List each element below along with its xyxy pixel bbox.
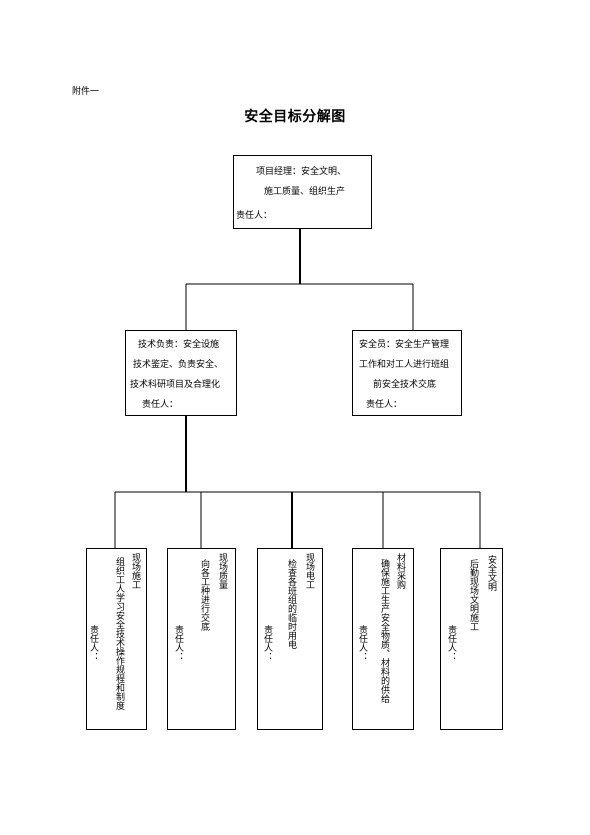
- site-quality-desc: 向各工种进行交底: [199, 559, 209, 631]
- site-construction-box: 现场施工 组织工人学习安全技术操作规程和制度 责任人：: [86, 548, 147, 730]
- material-purchase-desc: 确保施工生产安全物质、材料的供给: [379, 559, 389, 703]
- project-manager-line3: 责任人：: [236, 211, 273, 221]
- civilized-safety-desc: 后勤现场文明施工: [468, 559, 478, 631]
- site-electrician-desc: 检查各班组的临时用电: [286, 559, 296, 649]
- site-quality-box: 现场质量 向各工种进行交底 责任人：: [167, 548, 236, 730]
- page-title: 安全目标分解图: [244, 109, 346, 125]
- safety-officer-line1: 安全员：安全生产管理: [359, 340, 450, 350]
- safety-officer-box: 安全员：安全生产管理 工作和对工人进行班组 前安全技术交底 责任人：: [352, 330, 462, 416]
- site-quality-resp: 责任人：: [173, 625, 183, 661]
- attachment-label: 附件一: [72, 87, 100, 97]
- civilized-safety-resp: 责任人：: [446, 625, 456, 661]
- technical-lead-line2: 技术鉴定、负责安全、: [133, 360, 224, 370]
- safety-officer-line3: 前安全技术交底: [373, 380, 437, 390]
- site-electrician-title: 现场电工: [304, 553, 314, 589]
- safety-officer-line4: 责任人：: [366, 400, 403, 410]
- project-manager-box: 项目经理：安全文明、 施工质量、组织生产 责任人：: [233, 155, 372, 229]
- material-purchase-box: 材料采购 确保施工生产安全物质、材料的供给 责任人：: [352, 548, 414, 730]
- site-electrician-box: 现场电工 检查各班组的临时用电 责任人：: [257, 548, 323, 730]
- civilized-safety-title: 安全文明: [486, 555, 496, 591]
- technical-lead-box: 技术负责：安全设施 技术鉴定、负责安全、 技术科研项目及合理化 责任人：: [125, 330, 237, 416]
- technical-lead-line4: 责任人：: [142, 400, 179, 410]
- material-purchase-title: 材料采购: [395, 553, 405, 589]
- site-construction-desc: 组织工人学习安全技术操作规程和制度: [114, 557, 124, 710]
- technical-lead-line1: 技术负责：安全设施: [138, 340, 220, 350]
- project-manager-line1: 项目经理：安全文明、: [256, 167, 347, 177]
- safety-officer-line2: 工作和对工人进行班组: [359, 360, 450, 370]
- site-electrician-resp: 责任人：: [262, 625, 272, 661]
- site-construction-resp: 责任人：: [88, 625, 98, 661]
- project-manager-line2: 施工质量、组织生产: [264, 187, 346, 197]
- site-construction-title: 现场施工: [130, 553, 140, 589]
- civilized-safety-box: 安全文明 后勤现场文明施工 责任人：: [440, 548, 503, 730]
- technical-lead-line3: 技术科研项目及合理化: [130, 380, 221, 390]
- material-purchase-resp: 责任人：: [357, 625, 367, 661]
- site-quality-title: 现场质量: [217, 553, 227, 589]
